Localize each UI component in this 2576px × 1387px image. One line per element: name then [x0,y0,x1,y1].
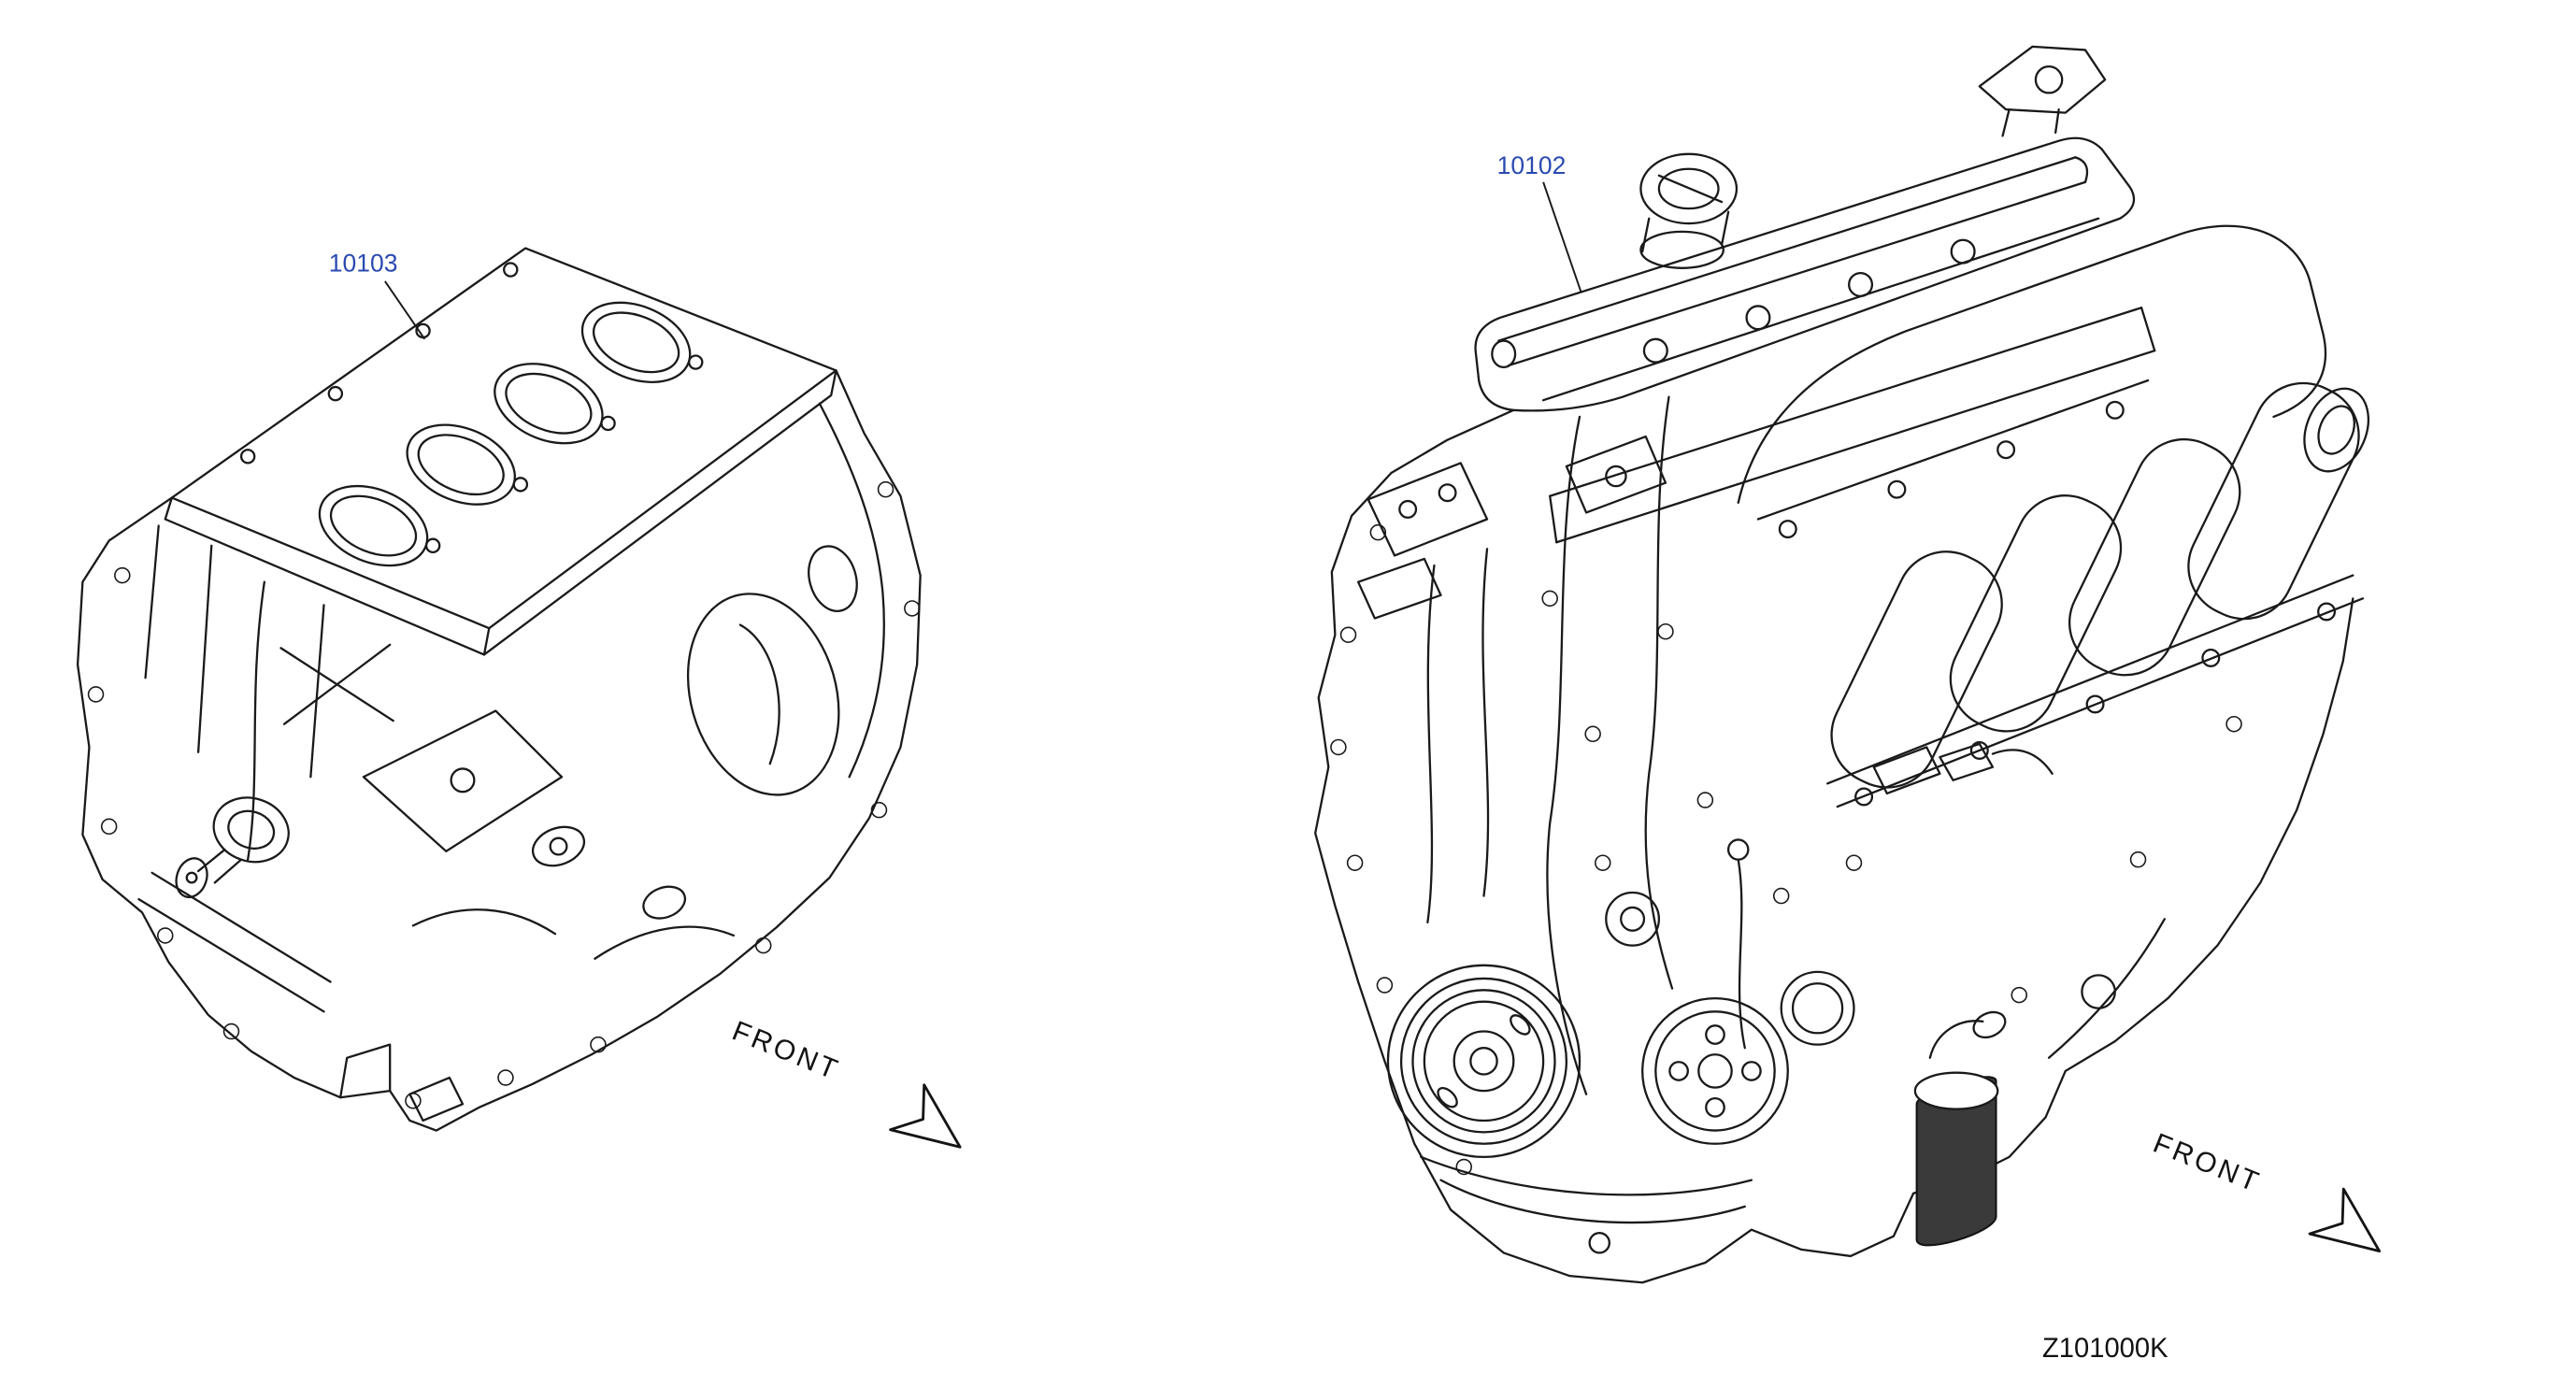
belt-tensioner [1605,891,1855,1046]
intake-manifold [1737,224,2369,808]
front-arrow-right [2308,1187,2382,1253]
bell-housing [686,545,858,796]
short-block-illustration [76,247,922,1132]
valve-cover [1474,136,2136,412]
oil-filler-cap [1639,152,1739,269]
crankshaft-nose [175,796,290,899]
block-body [76,369,922,1132]
leader-line-10102 [1542,181,1582,293]
leader-line-10103 [384,280,426,340]
cylinder-bores [239,262,704,567]
engine-block-front [1314,395,2354,1284]
engine-assembly-illustration [1314,45,2369,1284]
coolant-sensor [1872,742,2054,795]
front-arrow-left [889,1083,962,1149]
front-label-right: FRONT [2149,1128,2266,1199]
part-label-10103[interactable]: 10103 [329,249,398,277]
front-label-left: FRONT [728,1015,845,1086]
block-bolt-bosses [87,480,921,1109]
engine-lifting-hook [1978,45,2107,137]
front-indicator-right: FRONT [2149,1128,2382,1253]
front-indicator-left: FRONT [728,1015,962,1149]
diagram-code: Z101000K [2042,1334,2168,1364]
crankshaft-pulley [1386,964,1581,1159]
cylinder-block-deck [164,247,837,656]
engine-bolt-bosses [1330,523,2242,1176]
water-outlet [1913,1010,2007,1247]
part-label-10102[interactable]: 10102 [1497,151,1567,179]
cylinder-head [1549,307,2156,544]
water-pump-pulley [1641,997,1789,1145]
